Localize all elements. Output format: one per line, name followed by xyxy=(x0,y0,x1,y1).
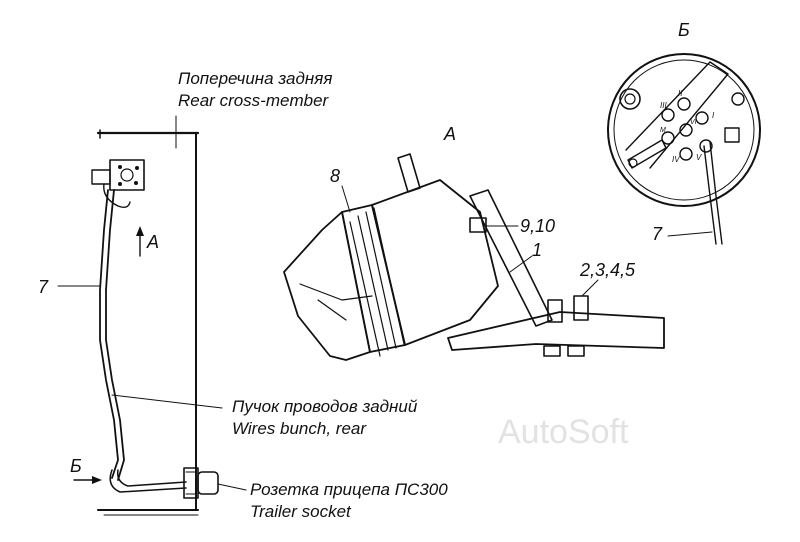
bracket-plate xyxy=(109,159,145,191)
pin-label: V xyxy=(696,153,702,162)
pin-label: I xyxy=(712,111,715,120)
pin-label: VI xyxy=(690,119,697,126)
socket-face-inner xyxy=(613,59,755,201)
pin-label: IV xyxy=(672,155,680,164)
face-square-nut xyxy=(724,127,740,143)
wire-to-socket xyxy=(116,469,187,487)
view-b-title: Б xyxy=(678,20,690,40)
jumper-bar xyxy=(627,139,667,169)
boot-rib xyxy=(365,211,397,349)
wire-strand xyxy=(105,189,125,481)
view-b-arrow: Б xyxy=(70,456,102,484)
face-mount-nut-inner xyxy=(624,93,636,105)
cable-stub xyxy=(397,153,421,193)
bracket-rivet xyxy=(118,182,122,186)
socket-face-view-b: II III I IV V VI M xyxy=(607,53,761,245)
face-cable xyxy=(703,145,717,245)
callout-1: 1 xyxy=(532,240,542,260)
pin-label: M xyxy=(660,127,666,134)
label-wires-bunch-en: Wires bunch, rear xyxy=(232,419,367,438)
mounting-nut-lower xyxy=(543,345,561,357)
boot-rib xyxy=(373,207,405,345)
bracket-bolt xyxy=(469,217,487,233)
boot-rib xyxy=(357,215,389,351)
view-b-arrow-label: Б xyxy=(70,456,82,476)
view-a-arrow-head xyxy=(136,226,144,236)
pin-terminal xyxy=(679,123,693,137)
wire-clamp xyxy=(91,169,111,185)
watermark: AutoSoft xyxy=(498,413,629,451)
socket-front-cover xyxy=(283,211,371,361)
view-a-arrow-label: A xyxy=(146,232,159,252)
label-rear-cross-member-en: Rear cross-member xyxy=(178,91,330,110)
socket-rear-housing xyxy=(371,179,499,346)
pin-label: II xyxy=(678,89,683,98)
pin-terminal xyxy=(677,97,691,111)
pin-terminal xyxy=(661,131,675,145)
cover-hinge xyxy=(317,299,347,321)
callout-8: 8 xyxy=(330,166,340,186)
pin-label: III xyxy=(660,101,667,110)
view-a-title: A xyxy=(443,124,456,144)
callout-8-leader xyxy=(341,185,351,213)
callout-9-10: 9,10 xyxy=(520,216,555,236)
bracket-rivet xyxy=(135,166,139,170)
pin-terminal xyxy=(679,147,693,161)
label-rear-cross-member-ru: Поперечина задняя xyxy=(178,69,332,88)
frame-rail-view: A Б 7 xyxy=(38,115,247,516)
cover-edge xyxy=(299,283,373,301)
socket-lid-edge xyxy=(625,61,729,169)
jumper-eye xyxy=(628,158,638,168)
callout-7-view-b: 7 xyxy=(652,224,663,244)
bracket-rivet xyxy=(134,181,138,185)
boot-rib xyxy=(349,221,381,357)
pin-terminal xyxy=(699,139,713,153)
wire-to-socket xyxy=(109,469,187,493)
callout-7-left: 7 xyxy=(38,277,49,297)
mounting-bracket xyxy=(91,159,145,209)
callout-7-view-b-leader xyxy=(667,231,713,237)
socket-bracket xyxy=(469,189,553,327)
wire-loop xyxy=(103,183,131,209)
mounting-plate xyxy=(447,311,665,351)
callout-1-leader xyxy=(509,255,533,273)
face-cable xyxy=(709,141,723,245)
bracket-rivet xyxy=(118,165,122,169)
face-mount-nut xyxy=(619,88,641,110)
wires-bunch-leader xyxy=(111,394,223,409)
socket-assembly-view-a xyxy=(283,153,665,361)
socket-face-rim xyxy=(607,53,761,207)
mounting-nut xyxy=(573,295,589,321)
label-trailer-socket-ru: Розетка прицепа ПС300 xyxy=(250,480,448,499)
label-trailer-socket-en: Trailer socket xyxy=(250,502,352,521)
pin-terminal xyxy=(695,111,709,125)
trailer-socket-leader xyxy=(217,483,247,491)
face-small-hole xyxy=(731,92,745,106)
view-b-arrow-head xyxy=(92,476,102,484)
mounting-nut xyxy=(547,299,563,323)
label-wires-bunch-ru: Пучок проводов задний xyxy=(232,397,418,416)
callout-2-5: 2,3,4,5 xyxy=(579,260,636,280)
bracket-hole xyxy=(120,168,134,182)
callout-2-5-leader xyxy=(581,279,599,297)
mounting-nut-lower xyxy=(567,345,585,357)
wire-strand xyxy=(99,189,119,479)
wire-bunch xyxy=(99,189,187,493)
trailer-socket-side xyxy=(183,467,219,499)
view-a-arrow: A xyxy=(136,226,159,257)
pin-terminal xyxy=(661,108,675,122)
socket-body xyxy=(197,471,219,495)
